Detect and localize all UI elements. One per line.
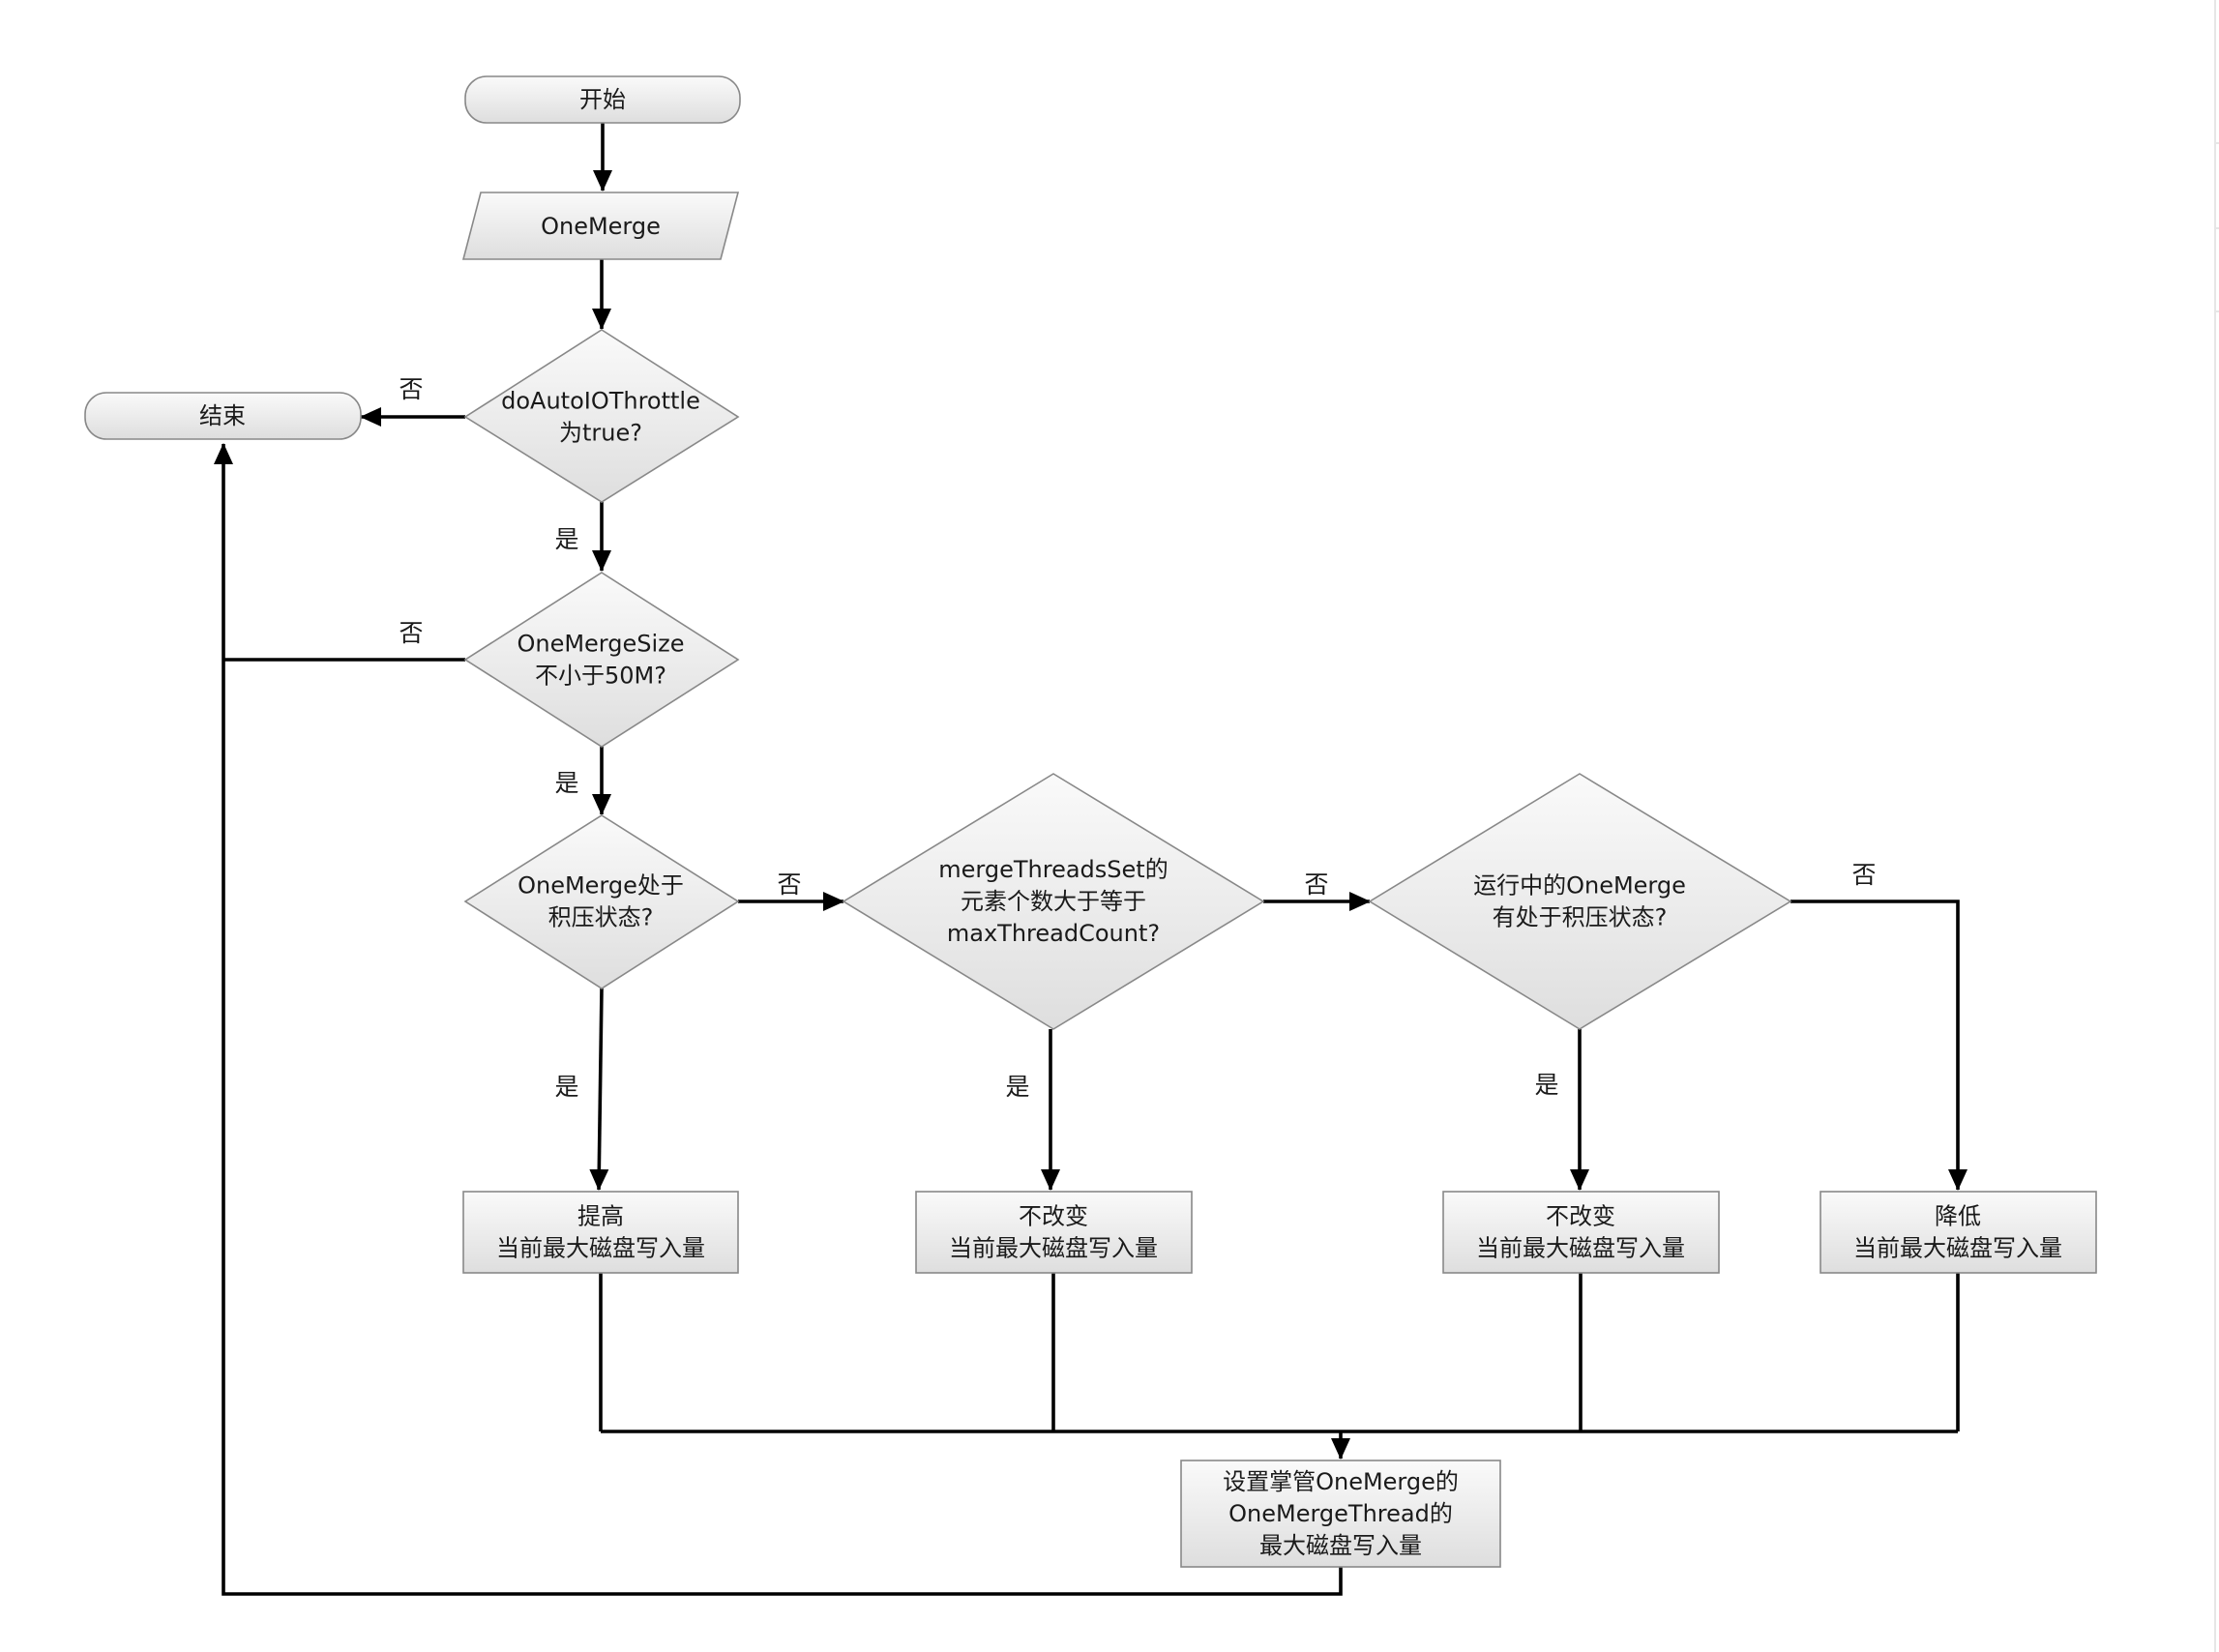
process-lower-text: 降低当前最大磁盘写入量 bbox=[1853, 1203, 2062, 1262]
label-backlog-yes: 是 bbox=[554, 1073, 578, 1101]
node-text-line: 不改变 bbox=[1019, 1203, 1088, 1230]
node-text-line: 元素个数大于等于 bbox=[961, 888, 1146, 915]
label-threads-no: 否 bbox=[1304, 870, 1328, 899]
node-text-line: maxThreadCount? bbox=[947, 920, 1160, 947]
edge-labels: 否 是 否 是 否 是 否 是 否 是 bbox=[399, 375, 1876, 1101]
process-keep-1-text: 不改变当前最大磁盘写入量 bbox=[949, 1203, 1158, 1262]
node-text-line: 结束 bbox=[199, 402, 246, 429]
onemerge-input-text: OneMerge bbox=[541, 213, 661, 240]
node-text-line: OneMergeThread的 bbox=[1228, 1500, 1453, 1527]
node-text-line: OneMerge bbox=[541, 213, 661, 240]
decision-backlog-text: OneMerge处于积压状态? bbox=[518, 872, 684, 931]
label-threads-yes: 是 bbox=[1005, 1073, 1029, 1101]
edge-set-to-end bbox=[214, 443, 1343, 1596]
node-text-line: 设置掌管OneMerge的 bbox=[1223, 1468, 1459, 1495]
label-backlog-no: 否 bbox=[777, 870, 801, 899]
decision-auto-io-throttle-text: doAutoIOThrottle 为true? bbox=[501, 388, 700, 447]
process-keep-2-text: 不改变当前最大磁盘写入量 bbox=[1476, 1203, 1685, 1262]
process-keep-1: 不改变当前最大磁盘写入量 bbox=[915, 1191, 1193, 1274]
node-text-line: mergeThreadsSet的 bbox=[938, 856, 1168, 883]
node-text-line: OneMerge处于 bbox=[518, 872, 684, 900]
node-text-line: 降低 bbox=[1935, 1203, 1981, 1230]
label-running-no: 否 bbox=[1851, 861, 1876, 889]
label-auto-no: 否 bbox=[399, 375, 423, 403]
label-size-yes: 是 bbox=[554, 769, 578, 797]
node-text-line: 不改变 bbox=[1546, 1203, 1615, 1230]
node-text-line: 为true? bbox=[559, 420, 642, 447]
label-size-no: 否 bbox=[399, 619, 423, 647]
node-text-line: 当前最大磁盘写入量 bbox=[496, 1235, 705, 1262]
process-keep-2: 不改变当前最大磁盘写入量 bbox=[1442, 1191, 1720, 1274]
edge-running-no-to-lower bbox=[1790, 900, 1968, 1191]
decision-merge-size: OneMergeSize 不小于50M? bbox=[463, 572, 740, 748]
end-node: 结束 bbox=[84, 392, 362, 440]
start-node-text: 开始 bbox=[579, 86, 626, 113]
node-text-line: 当前最大磁盘写入量 bbox=[1853, 1235, 2062, 1262]
label-running-yes: 是 bbox=[1534, 1071, 1558, 1099]
decision-thread-count: mergeThreadsSet的元素个数大于等于 maxThreadCount? bbox=[842, 773, 1265, 1030]
process-lower: 降低当前最大磁盘写入量 bbox=[1820, 1191, 2097, 1274]
node-text-line: 积压状态? bbox=[548, 904, 654, 931]
label-auto-yes: 是 bbox=[554, 525, 578, 553]
process-set-thread-rate-text: 设置掌管OneMerge的 OneMergeThread的最大磁盘写入量 bbox=[1223, 1468, 1459, 1559]
node-text-line: 运行中的OneMerge bbox=[1473, 872, 1686, 900]
process-raise: 提高当前最大磁盘写入量 bbox=[462, 1191, 739, 1274]
decision-running-backlog-text: 运行中的OneMerge 有处于积压状态? bbox=[1473, 872, 1686, 931]
decision-auto-io-throttle: doAutoIOThrottle 为true? bbox=[463, 329, 740, 503]
decision-running-backlog: 运行中的OneMerge 有处于积压状态? bbox=[1368, 773, 1792, 1030]
node-text-line: 提高 bbox=[577, 1203, 624, 1230]
edge-backlog-yes-to-raise bbox=[589, 988, 609, 1191]
node-text-line: 有处于积压状态? bbox=[1493, 904, 1668, 931]
start-node: 开始 bbox=[464, 75, 741, 124]
node-text-line: doAutoIOThrottle bbox=[501, 388, 700, 415]
node-text-line: 最大磁盘写入量 bbox=[1259, 1532, 1422, 1559]
decision-merge-size-text: OneMergeSize 不小于50M? bbox=[517, 631, 684, 690]
node-text-line: 不小于50M? bbox=[535, 663, 666, 690]
end-node-text: 结束 bbox=[199, 402, 246, 429]
process-raise-text: 提高当前最大磁盘写入量 bbox=[496, 1203, 705, 1262]
node-text-line: OneMergeSize bbox=[517, 631, 684, 658]
node-text-line: 当前最大磁盘写入量 bbox=[1476, 1235, 1685, 1262]
edges bbox=[214, 123, 1968, 1596]
decision-backlog: OneMerge处于积压状态? bbox=[463, 814, 740, 989]
decision-thread-count-text: mergeThreadsSet的元素个数大于等于 maxThreadCount? bbox=[938, 856, 1168, 947]
process-set-thread-rate: 设置掌管OneMerge的 OneMergeThread的最大磁盘写入量 bbox=[1180, 1460, 1501, 1568]
nodes: 开始 OneMerge 结束 doAutoIOThrottle 为true? On… bbox=[84, 75, 2097, 1568]
edge-ruler bbox=[2214, 0, 2219, 1652]
node-text-line: 当前最大磁盘写入量 bbox=[949, 1235, 1158, 1262]
node-text-line: 开始 bbox=[579, 86, 626, 113]
onemerge-input-node: OneMerge bbox=[461, 192, 740, 260]
